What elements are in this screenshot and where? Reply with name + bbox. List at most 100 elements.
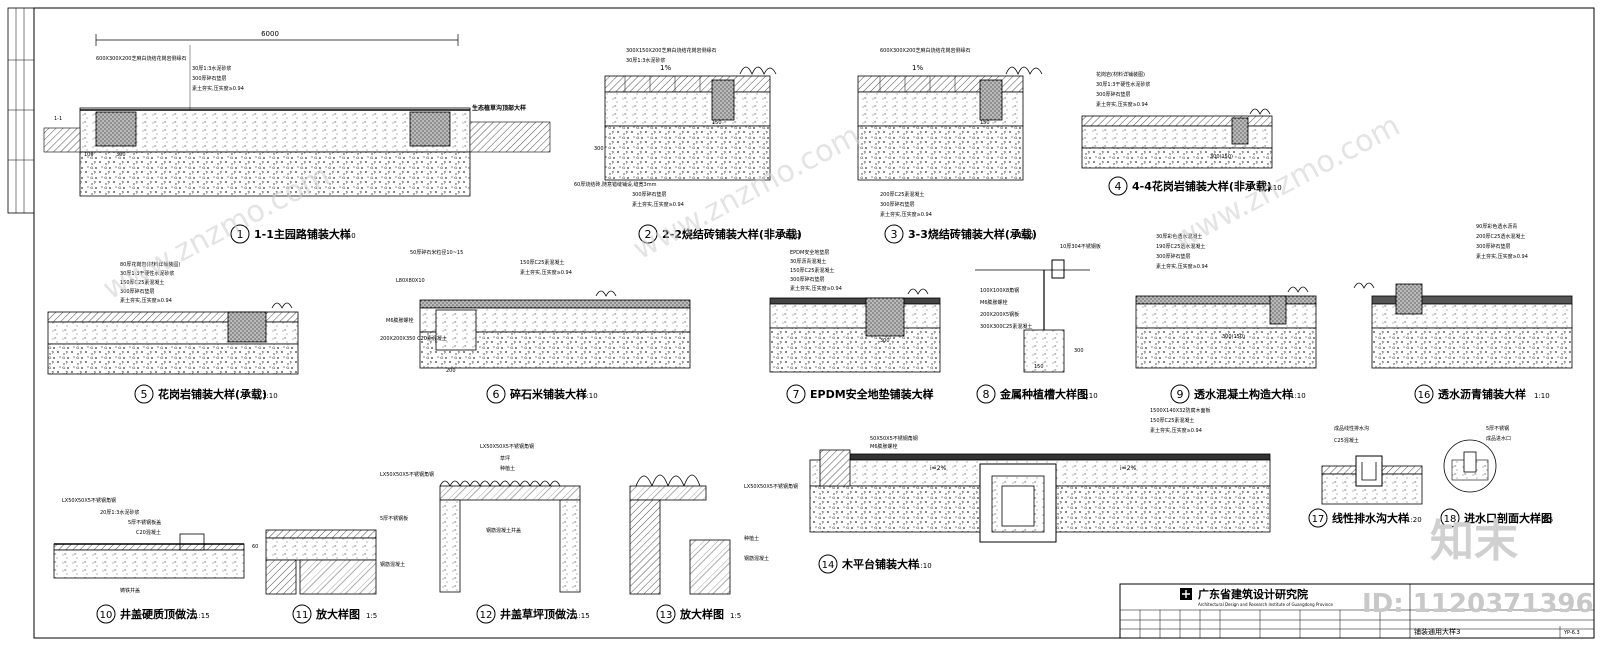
d10-note-2: 20厚1:3水泥砂浆	[100, 509, 139, 516]
caption-detail-10: 10 井盖硬质顶做法 1:15	[96, 604, 210, 624]
d1-note-2: 30厚1:3水泥砂浆	[192, 65, 231, 72]
detail-10-manhole-hard: LX50X50X5不锈钢角钢 20厚1:3水泥砂浆 5厚不锈钢板盖 C20混凝土…	[53, 497, 245, 594]
d4-dim: 300(150)	[1210, 154, 1233, 160]
d1-section-mark: 1-1	[54, 116, 62, 122]
svg-text:1:10: 1:10	[340, 232, 356, 240]
detail-9-permeable-concrete: 30厚彩色透水混凝土 190厚C25透水混凝土 300厚碎石垫层 素土夯实,压实…	[1135, 233, 1317, 369]
d8-note-1: 10厚304不锈钢板	[1060, 243, 1101, 250]
svg-text:3-3烧结砖铺装大样(承载): 3-3烧结砖铺装大样(承载)	[908, 227, 1037, 241]
drawing-number: YP-6.3	[1563, 630, 1580, 636]
left-binding-strip	[7, 7, 35, 214]
d7-note-2: 30厚沥青混凝土	[790, 258, 826, 265]
caption-detail-5: 5 花岗岩铺装大样(承载) 1:10	[134, 384, 278, 404]
caption-detail-2: 2 2-2烧结砖铺装大样(非承载) 1:10	[638, 224, 802, 244]
detail-14-wood-deck: 50X50X5不锈钢角钢 M6膨胀螺栓 1500X140X32防腐木面板 150…	[809, 407, 1271, 543]
d9-dim: 300(150)	[1222, 334, 1245, 340]
svg-text:14: 14	[822, 560, 835, 571]
d11-note-1: LX50X50X5不锈钢角钢	[380, 471, 434, 478]
d4-note-1: 花岗岩(材料详铺装图)	[1096, 71, 1145, 78]
d5-note-1: 80厚花岗岩(材料详铺装图)	[120, 261, 180, 268]
svg-text:1:5: 1:5	[1542, 516, 1553, 524]
d5-note-3: 150厚C25素混凝土	[120, 279, 164, 286]
d7-note-4: 300厚碎石垫层	[790, 276, 825, 283]
d3-note-1: 600X300X200芝麻白烧结花岗岩侧缘石	[880, 47, 970, 54]
svg-text:1:15: 1:15	[574, 612, 590, 620]
d4-note-4: 素土夯实,压实度≥0.94	[1096, 101, 1148, 108]
detail-5-granite-load: 80厚花岗岩(材料详铺装图) 30厚1:3干硬性水泥砂浆 150厚C25素混凝土…	[47, 261, 299, 375]
svg-text:11: 11	[296, 610, 309, 621]
d12-note-3: 种植土	[500, 465, 515, 472]
svg-text:2: 2	[645, 228, 652, 241]
detail-13-enlarged: LX50X50X5不锈钢角钢 种植土 钢筋混凝土	[629, 474, 798, 595]
svg-text:18: 18	[1444, 514, 1457, 525]
d8-note-5: 300X300C25素混凝土	[980, 323, 1032, 330]
d11-note-3: 钢筋混凝土	[380, 561, 405, 568]
d18-note-1: 5厚不锈钢	[1486, 425, 1509, 432]
d16-note-2: 200厚C25透水混凝土	[1476, 233, 1525, 240]
d1-dim-2: 100	[84, 152, 94, 158]
d2-note-1: 300X150X200芝麻白烧结花岗岩侧缘石	[626, 47, 716, 54]
svg-text:金属种植槽大样图: 金属种植槽大样图	[999, 387, 1088, 401]
caption-detail-9: 9 透水混凝土构造大样 1:10	[1170, 384, 1306, 404]
d7-note-1: EPDM安全地垫层	[790, 249, 829, 256]
caption-detail-4: 4 4-4花岗岩铺装大样(非承载) 1:10	[1108, 176, 1282, 196]
svg-text:井盖硬质顶做法: 井盖硬质顶做法	[120, 607, 197, 621]
institute-logo	[1180, 588, 1192, 600]
svg-text:进水口剖面大样图: 进水口剖面大样图	[1464, 511, 1552, 525]
d14-note-1: 1500X140X32防腐木面板	[1150, 407, 1210, 414]
d14-slope-right: i=2%	[1120, 465, 1137, 472]
d6-note-5: M6膨胀螺栓	[386, 317, 414, 324]
d2-note-4: 300厚碎石垫层	[632, 191, 667, 198]
detail-1-main-road: 6000 600X300X200芝麻白烧结花岗岩侧缘石 30厚1:3水泥砂浆 3…	[43, 30, 551, 197]
detail-11-enlarged: LX50X50X5不锈钢角钢 5厚不锈钢板 钢筋混凝土 60	[252, 471, 434, 595]
d9-note-3: 300厚碎石垫层	[1156, 253, 1191, 260]
svg-text:透水沥青铺装大样: 透水沥青铺装大样	[1438, 387, 1526, 401]
d3-dim: 150	[980, 120, 990, 126]
svg-text:1:10: 1:10	[1534, 392, 1550, 400]
d18-note-2: 成品进水口	[1486, 435, 1511, 442]
caption-detail-17: 17 线性排水沟大样 1:20	[1308, 508, 1422, 528]
d6-note-3: 素土夯实,压实度≥0.94	[520, 269, 572, 276]
svg-text:4-4花岗岩铺装大样(非承载): 4-4花岗岩铺装大样(非承载)	[1132, 179, 1272, 193]
d8-note-2: 100X100X8角钢	[980, 287, 1019, 294]
d5-note-4: 300厚碎石垫层	[120, 288, 155, 295]
d1-note-1: 600X300X200芝麻白烧结花岗岩侧缘石	[96, 55, 186, 62]
d1-dim: 300	[116, 152, 126, 158]
svg-text:7: 7	[793, 388, 800, 401]
svg-text:1:15: 1:15	[194, 612, 210, 620]
d6-note-2: 150厚C25素混凝土	[520, 259, 564, 266]
svg-text:1:5: 1:5	[366, 612, 377, 620]
d6-dim: 200	[446, 368, 456, 374]
drawing-name: 铺装通用大样3	[1414, 627, 1460, 636]
d2-note-5: 素土夯实,压实度≥0.94	[632, 201, 684, 208]
svg-text:放大样图: 放大样图	[315, 607, 360, 621]
detail-7-epdm: EPDM安全地垫层 30厚沥青混凝土 150厚C25素混凝土 300厚碎石垫层 …	[769, 249, 941, 373]
svg-text:4: 4	[1115, 180, 1122, 193]
svg-text:EPDM安全地垫铺装大样: EPDM安全地垫铺装大样	[810, 387, 934, 401]
svg-text:1-1主园路铺装大样: 1-1主园路铺装大样	[254, 227, 351, 241]
svg-text:8: 8	[983, 388, 990, 401]
svg-text:1: 1	[237, 228, 244, 241]
d10-note-1: LX50X50X5不锈钢角钢	[62, 497, 116, 504]
caption-detail-11: 11 放大样图 1:5	[292, 604, 377, 624]
svg-text:木平台铺装大样: 木平台铺装大样	[841, 557, 919, 571]
caption-detail-12: 12 井盖草坪顶做法 1:15	[476, 604, 590, 624]
detail-16-permeable-asphalt: 90厚彩色透水沥青 200厚C25透水混凝土 300厚碎石垫层 素土夯实,压实度…	[1353, 223, 1573, 369]
d3-note-2: 200厚C25素混凝土	[880, 191, 924, 198]
caption-detail-7: 7 EPDM安全地垫铺装大样 1:10	[786, 384, 934, 404]
d1-eco-label: 生态植草沟顶部大样	[472, 104, 526, 112]
detail-2-brick-non-load: 1% 300X150X200芝麻白烧结花岗岩侧缘石 30厚1:3水泥砂浆 60厚…	[574, 47, 777, 208]
caption-detail-16: 16 透水沥青铺装大样 1:10	[1414, 384, 1550, 404]
svg-text:1:10: 1:10	[262, 392, 278, 400]
caption-group: 1 1-1主园路铺装大样 1:10 2 2-2烧结砖铺装大样(非承载) 1:10…	[96, 176, 1553, 624]
d2-dim-2: 300	[594, 146, 604, 152]
d1-note-4: 素土夯实,压实度≥0.94	[192, 85, 244, 92]
caption-detail-6: 6 碎石米铺装大样 1:10	[486, 384, 598, 404]
d4-note-2: 30厚1:3干硬性水泥砂浆	[1096, 81, 1150, 88]
d11-note-2: 5厚不锈钢板	[380, 515, 408, 522]
svg-text:放大样图: 放大样图	[679, 607, 724, 621]
caption-detail-18: 18 进水口剖面大样图 1:5	[1440, 508, 1553, 528]
d10-note-5: 铸铁井盖	[120, 587, 140, 594]
d10-note-3: 5厚不锈钢板盖	[128, 519, 161, 526]
svg-text:2-2烧结砖铺装大样(非承载): 2-2烧结砖铺装大样(非承载)	[662, 227, 802, 241]
